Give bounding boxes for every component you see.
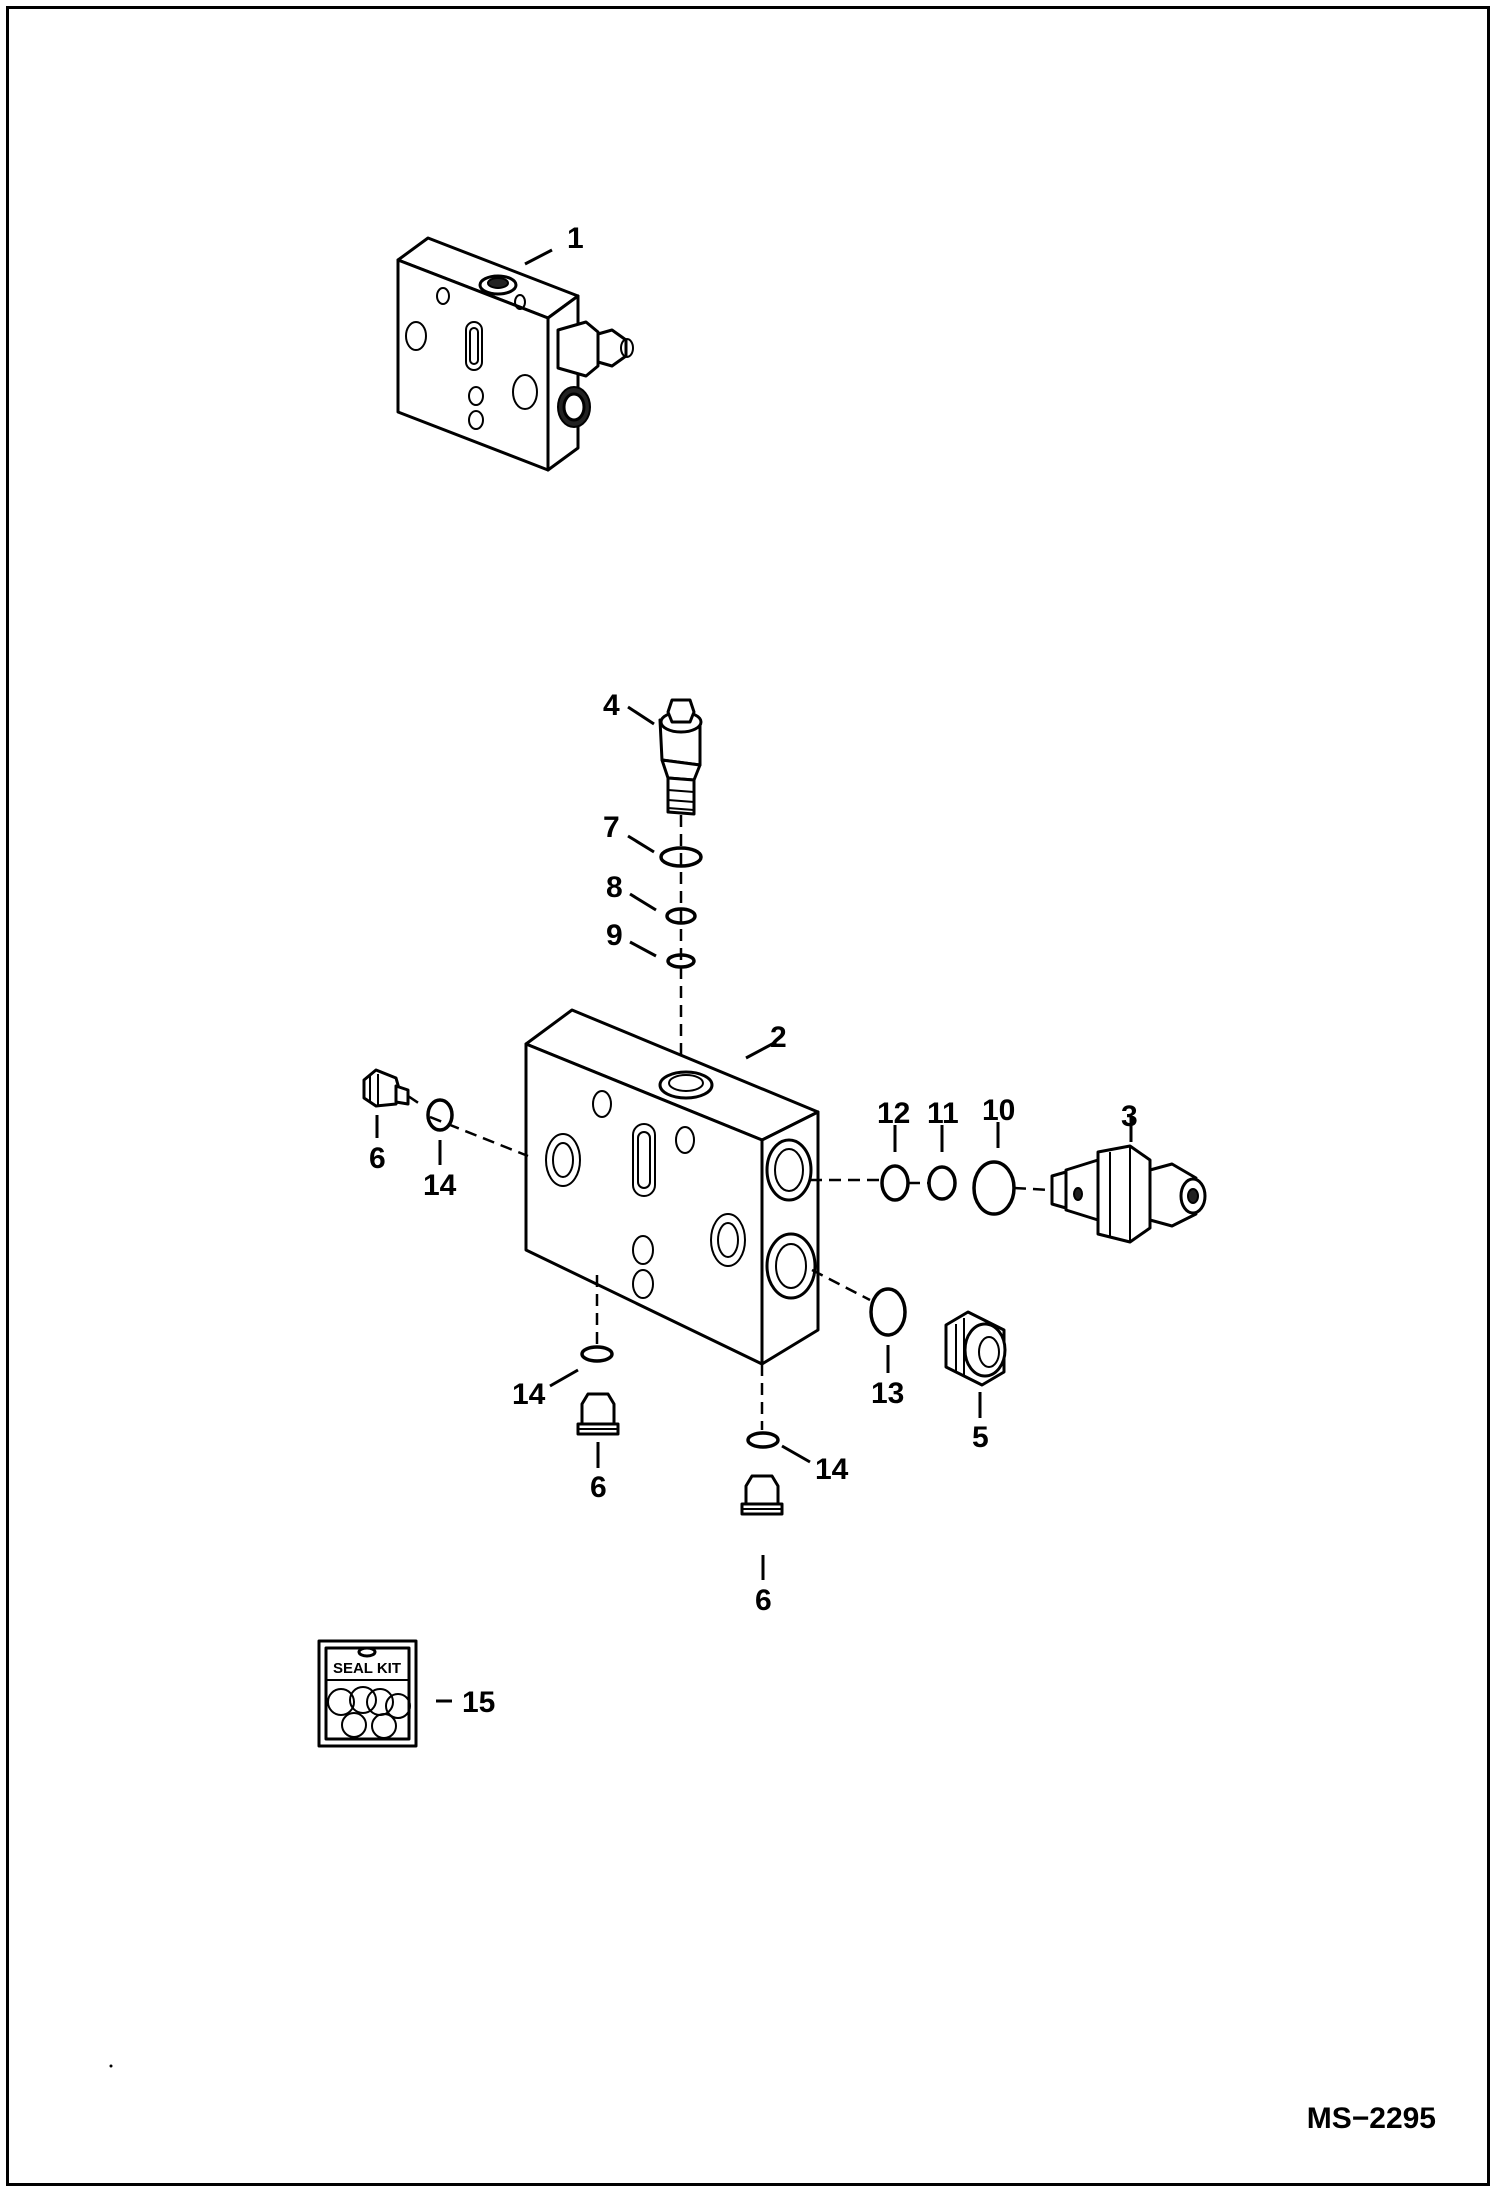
cartridge-valve [658, 698, 703, 816]
callout-15: 15 [462, 1686, 495, 1719]
dash-right-lower [811, 1268, 871, 1302]
valve-body [524, 1008, 820, 1366]
callout-12: 12 [877, 1097, 910, 1130]
callout-14-bottom-right: 14 [815, 1453, 849, 1486]
plug-6-bottom-right [740, 1474, 784, 1516]
o-ring-10 [972, 1160, 1016, 1216]
leader-14-bottom-left [549, 1368, 579, 1388]
callout-3: 3 [1121, 1100, 1138, 1133]
callout-9: 9 [606, 919, 623, 952]
plug-5 [944, 1310, 1007, 1387]
leader-14-bottom-right [781, 1444, 811, 1464]
dash-ring-10-valve [1013, 1186, 1051, 1192]
drawing-frame [6, 6, 1490, 2186]
leader-8 [629, 892, 657, 912]
callout-2: 2 [770, 1021, 787, 1054]
o-ring-11 [927, 1165, 957, 1201]
callout-11: 11 [927, 1097, 959, 1130]
stray-mark [109, 2064, 113, 2068]
callout-6-bottom-right: 6 [755, 1584, 772, 1617]
o-ring-12 [880, 1164, 910, 1202]
plug-6-bottom-left [576, 1392, 620, 1436]
leader-1 [524, 248, 553, 266]
callout-13: 13 [871, 1377, 904, 1410]
callout-6-bottom-left: 6 [590, 1471, 607, 1504]
callout-10: 10 [982, 1094, 1015, 1127]
plug-6-left [362, 1068, 410, 1108]
o-ring-13 [869, 1287, 907, 1337]
o-ring-8 [665, 907, 697, 925]
callout-14-left: 14 [423, 1169, 457, 1202]
o-ring-14-left [426, 1098, 454, 1132]
relief-valve [1050, 1144, 1207, 1244]
drawing-code: MS−2295 [1307, 2102, 1436, 2135]
callout-4: 4 [603, 689, 620, 722]
callout-1: 1 [567, 222, 584, 255]
callout-8: 8 [606, 871, 623, 904]
leader-9 [629, 940, 657, 958]
callout-6-left: 6 [369, 1142, 386, 1175]
o-ring-14-bottom-left [580, 1345, 614, 1363]
dash-left [429, 1115, 529, 1158]
o-ring-7 [659, 846, 703, 868]
leader-7 [627, 834, 655, 854]
valve-section-assembly [396, 236, 634, 472]
o-ring-14-bottom-right [746, 1431, 780, 1449]
seal-kit: SEAL KIT [317, 1639, 418, 1748]
dash-left-plug [407, 1094, 421, 1106]
leader-2 [745, 1040, 777, 1060]
callout-14-bottom-left: 14 [512, 1378, 546, 1411]
callout-5: 5 [972, 1421, 989, 1454]
leader-4 [627, 705, 655, 726]
seal-kit-label: SEAL KIT [333, 1660, 401, 1677]
callout-7: 7 [603, 811, 620, 844]
